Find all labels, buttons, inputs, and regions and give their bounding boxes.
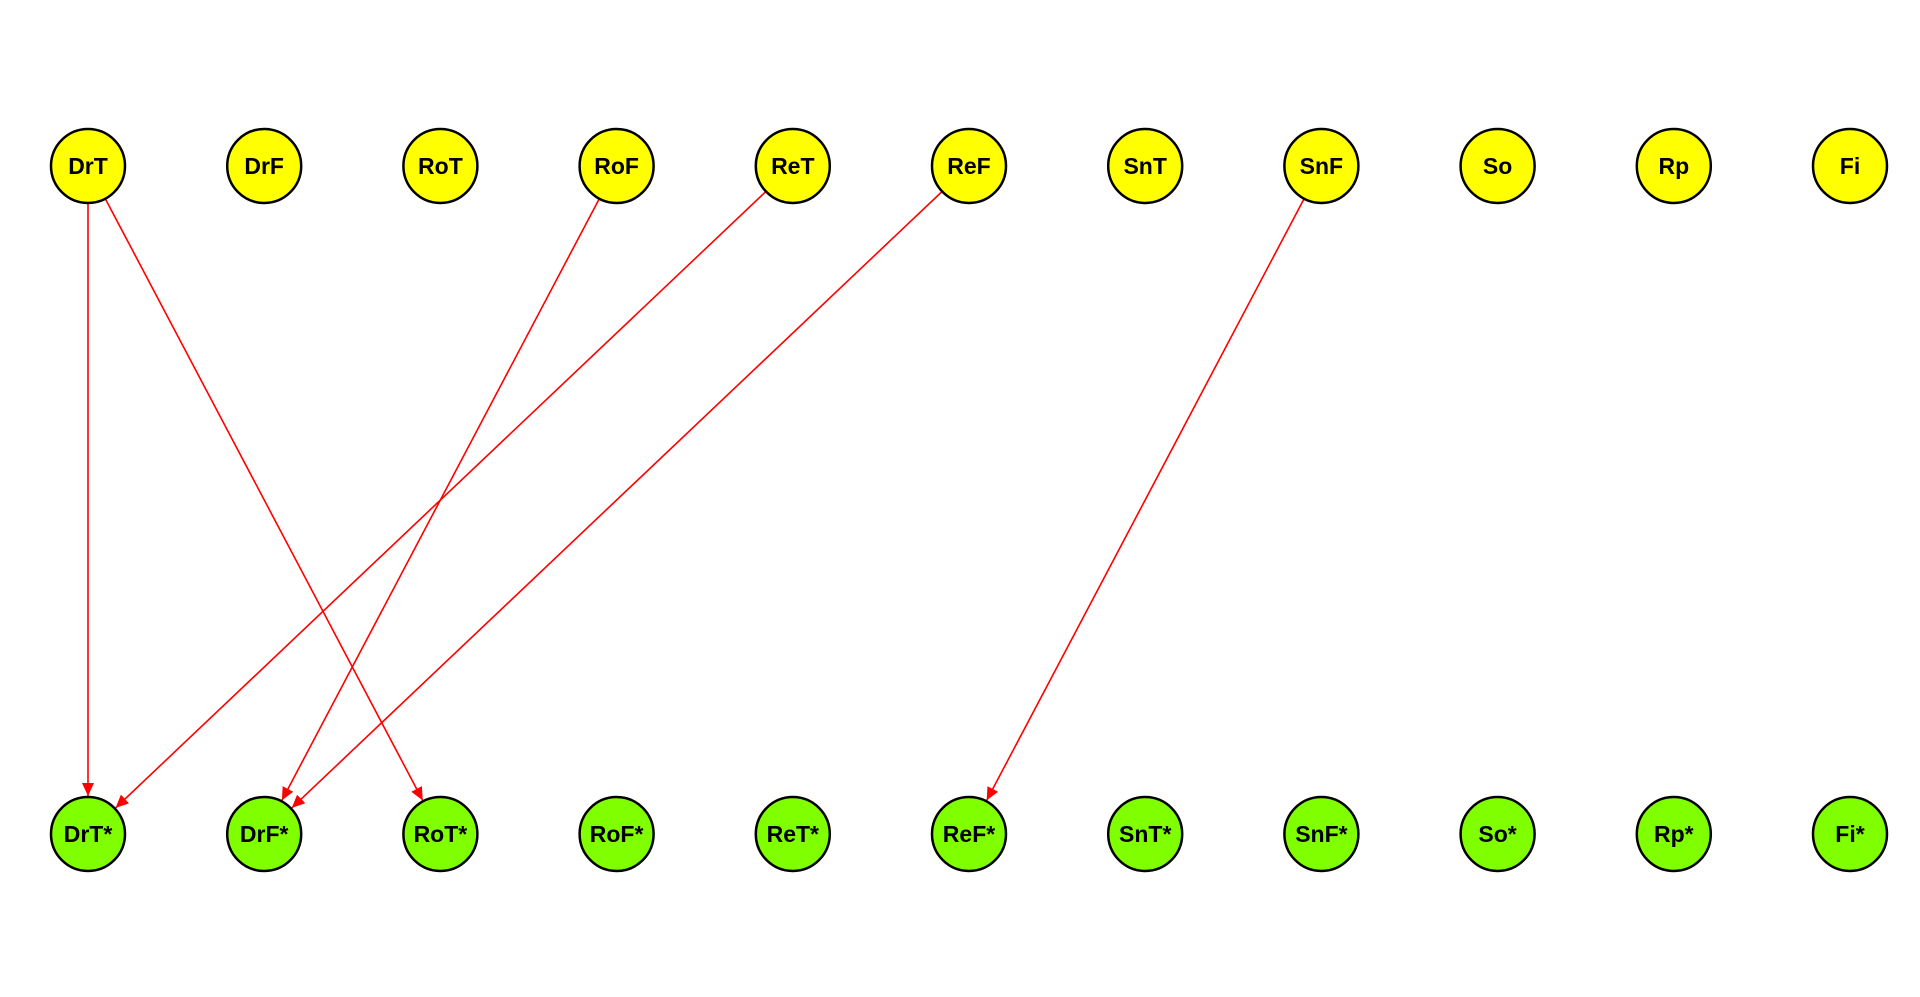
node-drf-star: DrF* [225,795,303,873]
node-rof-star: RoF* [578,795,655,873]
node-label: Fi* [1835,821,1864,847]
node-label: ReT [771,153,814,179]
node-ref: ReF [930,127,1008,205]
node-circle [1459,795,1536,873]
node-label: SnT [1123,153,1166,179]
node-snt-star: SnT* [1106,795,1184,873]
node-circle [930,127,1008,205]
node-so: So [1459,127,1536,205]
node-label: Fi [1840,153,1860,179]
node-circle [578,795,655,873]
node-drf: DrF [225,127,303,205]
node-circle [754,127,832,205]
node-circle [225,795,303,873]
edge-ret-to-drt-star [115,190,767,809]
node-so-star: So* [1459,795,1536,873]
node-label: So* [1478,821,1516,847]
node-circle [402,795,479,873]
node-rof: RoF [578,127,655,205]
node-circle [1811,795,1889,873]
node-label: RoT* [414,821,468,847]
node-label: DrF [244,153,284,179]
node-ref-star: ReF* [930,795,1008,873]
node-label: DrF* [240,821,289,847]
node-label: Rp [1658,153,1689,179]
edge-ref-to-drf-star [291,190,943,809]
node-label: RoF* [590,821,644,847]
node-circle [49,127,127,205]
node-rot: RoT [402,127,479,205]
node-label: DrT [68,153,108,179]
node-circle [1811,127,1889,205]
node-label: ReF* [943,821,995,847]
node-label: ReT* [767,821,819,847]
node-label: SnF [1300,153,1343,179]
node-circle [1635,795,1713,873]
node-drt-star: DrT* [49,795,127,873]
edge-drt-to-rot-star [104,198,424,801]
node-label: So [1483,153,1512,179]
node-circle [754,795,832,873]
node-drt: DrT [49,127,127,205]
node-label: SnT* [1119,821,1171,847]
node-fi: Fi [1811,127,1889,205]
node-rp: Rp [1635,127,1713,205]
node-snt: SnT [1106,127,1184,205]
edge-layer [82,190,1305,809]
node-fi-star: Fi* [1811,795,1889,873]
node-ret-star: ReT* [754,795,832,873]
edge-snf-to-ref-star [985,198,1305,801]
node-ret: ReT [754,127,832,205]
node-snf: SnF [1283,127,1360,205]
node-label: SnF* [1295,821,1347,847]
node-label: RoF [594,153,639,179]
node-label: Rp* [1654,821,1694,847]
node-circle [1106,795,1184,873]
node-circle [225,127,303,205]
node-circle [930,795,1008,873]
node-circle [1283,795,1360,873]
node-label: ReF [947,153,990,179]
node-label: DrT* [64,821,113,847]
node-circle [49,795,127,873]
node-circle [1106,127,1184,205]
node-snf-star: SnF* [1283,795,1360,873]
node-circle [402,127,479,205]
node-rot-star: RoT* [402,795,479,873]
node-circle [578,127,655,205]
node-circle [1459,127,1536,205]
node-circle [1283,127,1360,205]
node-circle [1635,127,1713,205]
node-rp-star: Rp* [1635,795,1713,873]
node-label: RoT [418,153,463,179]
